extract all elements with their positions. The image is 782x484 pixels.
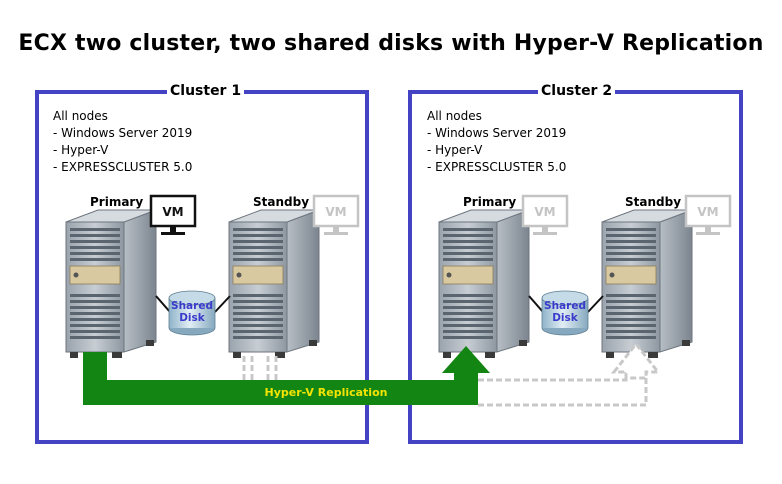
note-line: - Windows Server 2019 bbox=[53, 126, 193, 140]
disk-label-line1: Shared bbox=[544, 300, 586, 312]
disk-label-line1: Shared bbox=[171, 300, 213, 312]
cluster-2-primary-server bbox=[438, 209, 530, 359]
cluster-1-standby-vm-monitor: VM bbox=[312, 194, 360, 237]
vm-label: VM bbox=[697, 205, 718, 219]
note-line: - Hyper-V bbox=[53, 143, 109, 157]
cluster-2-standby-label: Standby bbox=[625, 195, 682, 209]
cluster-2-notes: All nodes - Windows Server 2019 - Hyper-… bbox=[427, 108, 566, 176]
note-line: All nodes bbox=[427, 109, 482, 123]
note-line: - Hyper-V bbox=[427, 143, 483, 157]
cluster-1-primary-server bbox=[65, 209, 157, 359]
note-line: - Windows Server 2019 bbox=[427, 126, 567, 140]
cluster-1-shared-disk: Shared Disk bbox=[168, 290, 216, 336]
diagram-title: ECX two cluster, two shared disks with H… bbox=[18, 31, 764, 56]
cluster-2-label: Cluster 2 bbox=[538, 83, 616, 99]
note-line: - EXPRESSCLUSTER 5.0 bbox=[53, 160, 193, 174]
note-line: All nodes bbox=[53, 109, 108, 123]
cluster-1-label: Cluster 1 bbox=[167, 83, 245, 99]
cluster-2-standby-server bbox=[601, 209, 693, 359]
cluster-2-primary-label: Primary bbox=[463, 195, 517, 209]
cluster-2-primary-vm-monitor: VM bbox=[521, 194, 569, 237]
cluster-1-primary-vm-monitor: VM bbox=[149, 194, 197, 237]
note-line: - EXPRESSCLUSTER 5.0 bbox=[427, 160, 567, 174]
cluster-1-notes: All nodes - Windows Server 2019 - Hyper-… bbox=[53, 108, 192, 176]
vm-label: VM bbox=[325, 205, 346, 219]
cluster-2-standby-vm-monitor: VM bbox=[684, 194, 732, 237]
replication-label: Hyper-V Replication bbox=[265, 386, 388, 399]
cluster-1-standby-label: Standby bbox=[253, 195, 310, 209]
replication-arrow bbox=[83, 346, 490, 405]
vm-label: VM bbox=[534, 205, 555, 219]
cluster-1-standby-server bbox=[228, 209, 320, 359]
vm-label: VM bbox=[162, 205, 183, 219]
cluster-1-primary-label: Primary bbox=[90, 195, 144, 209]
disk-label-line2: Disk bbox=[179, 312, 206, 324]
disk-connectors bbox=[155, 295, 604, 313]
standby-arrow-head bbox=[610, 341, 662, 380]
disk-label-line2: Disk bbox=[552, 312, 579, 324]
cluster-2-shared-disk: Shared Disk bbox=[541, 290, 589, 336]
